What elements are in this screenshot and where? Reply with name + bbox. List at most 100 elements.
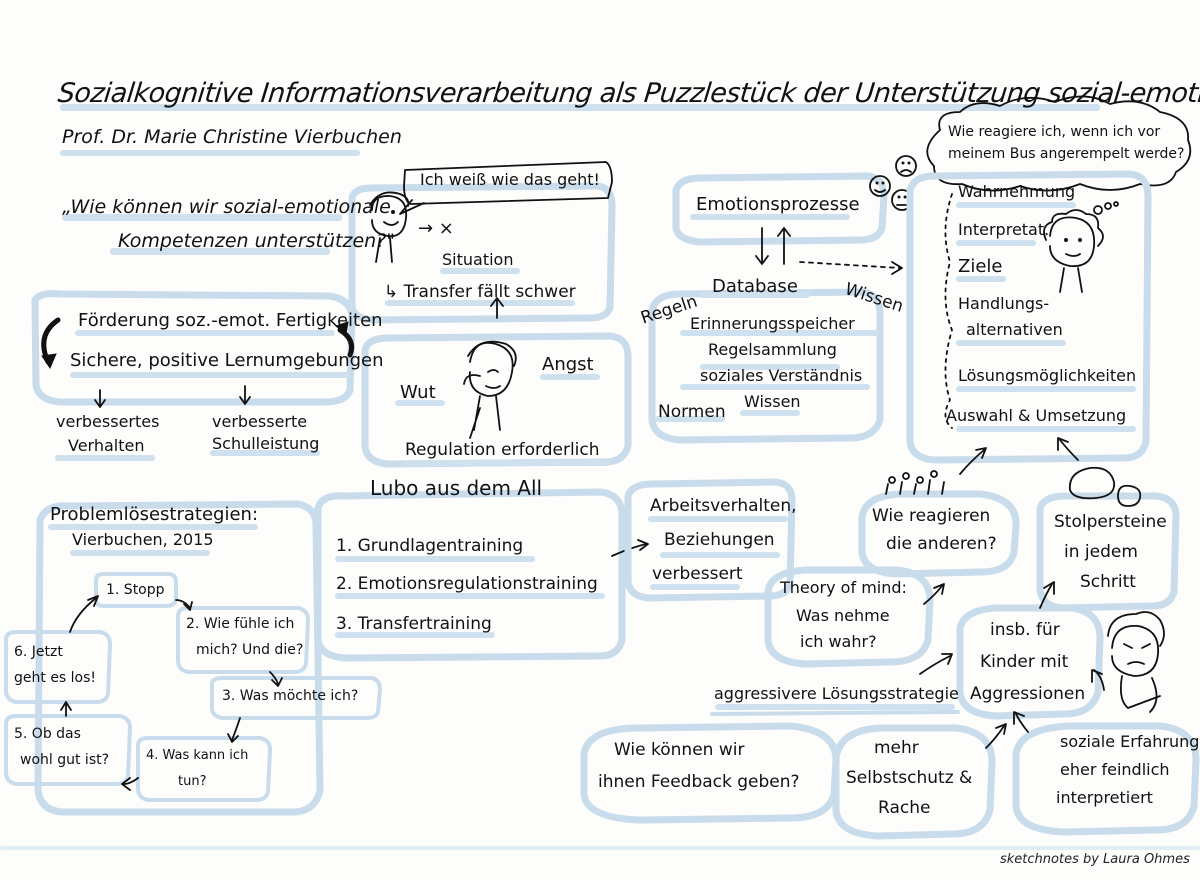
lubo-item-2: 2. Emotionsregulationstraining — [336, 574, 598, 594]
emotion-title: Emotionsprozesse — [696, 194, 860, 215]
step5-box — [4, 714, 132, 786]
wut-label: Wut — [400, 382, 436, 403]
step-right-6: Lösungsmöglichkeiten — [958, 366, 1137, 385]
feedback-line-2: ihnen Feedback geben? — [598, 772, 800, 792]
regulation-caption: Regulation erforderlich — [405, 440, 600, 460]
step-1: 1. Stopp — [106, 582, 165, 598]
tom-box — [764, 566, 934, 668]
transfer-line: ↳ Transfer fällt schwer — [384, 282, 576, 302]
foerderung-line-1: Förderung soz.-emot. Fertigkeiten — [78, 310, 383, 331]
transfer-box — [348, 182, 616, 324]
problem-title: Problemlösestrategien: — [50, 504, 259, 525]
person-regulation-icon — [463, 340, 517, 439]
andere-line-1: Wie reagieren — [872, 506, 991, 526]
step-right-2: Interpretat. — [958, 220, 1050, 239]
tom-line-1: Theory of mind: — [780, 578, 907, 597]
tom-line-2: Was nehme — [796, 606, 890, 625]
lubo-item-3: 3. Transfertraining — [336, 614, 492, 634]
small-faces-icon — [885, 470, 945, 495]
lubo-title: Lubo aus dem All — [370, 476, 543, 500]
step-3: 3. Was möchte ich? — [222, 688, 359, 704]
selbst-line-2: Selbstschutz & — [846, 768, 973, 788]
sozial-line-3: interpretiert — [1056, 788, 1153, 807]
page-title: Sozialkognitive Informationsverarbeitung… — [56, 78, 1200, 109]
author-name: Prof. Dr. Marie Christine Vierbuchen — [62, 126, 402, 148]
sozial-line-1: soziale Erfahrung — [1060, 732, 1200, 751]
insb-line-2: Kinder mit — [980, 652, 1069, 672]
insb-line-3: Aggressionen — [970, 684, 1086, 704]
db-item-2: Regelsammlung — [708, 340, 837, 359]
regulation-box — [361, 332, 632, 468]
normen-label: Normen — [658, 402, 726, 422]
db-item-3: soziales Verständnis — [700, 366, 863, 385]
andere-line-2: die anderen? — [886, 534, 997, 554]
step-right-7: Auswahl & Umsetzung — [946, 406, 1127, 425]
selbst-line-1: mehr — [874, 738, 919, 758]
feedback-line-1: Wie können wir — [614, 740, 745, 760]
lubo-item-1: 1. Grundlagentraining — [336, 536, 524, 556]
sozial-line-2: eher feindlich — [1060, 760, 1170, 779]
question-line-2: Kompetenzen unterstützen?" — [118, 230, 395, 252]
step6-box — [4, 630, 112, 704]
thought-cloud — [926, 95, 1192, 192]
signature: sketchnotes by Laura Ohmes — [1000, 852, 1190, 867]
lubo-box — [314, 488, 626, 662]
steps-panel — [906, 170, 1152, 464]
outcome-right-2: Schulleistung — [212, 434, 320, 453]
thought-line-2: meinem Bus angerempelt werde? — [948, 146, 1185, 162]
step-2-line-2: mich? Und die? — [196, 642, 304, 658]
outcome-left-2: Verhalten — [68, 436, 145, 455]
sozial-box — [1012, 722, 1200, 836]
foerderung-box — [31, 290, 356, 406]
stolper-line-2: in jedem — [1064, 542, 1138, 562]
x-mark: → × — [418, 218, 454, 239]
smiley-faces-icon — [869, 155, 917, 211]
stolper-line-1: Stolpersteine — [1054, 512, 1167, 532]
selbst-line-3: Rache — [878, 798, 931, 818]
foerderung-line-2: Sichere, positive Lernumgebungen — [70, 350, 384, 371]
step-4-line-2: tun? — [178, 774, 207, 789]
thinking-person-icon — [1043, 201, 1119, 293]
step-right-1: Wahrnehmung — [958, 182, 1076, 201]
step-6-line-2: geht es los! — [14, 670, 97, 686]
step-right-5: alternativen — [966, 320, 1063, 339]
step-5-line-1: 5. Ob das — [14, 726, 81, 742]
question-line-1: „Wie können wir sozial-emotionale — [62, 196, 391, 218]
situation-label: Situation — [442, 250, 514, 269]
problem-area — [34, 500, 324, 816]
tom-line-3: ich wahr? — [800, 632, 877, 651]
step-right-4: Handlungs- — [958, 294, 1050, 313]
step4-box — [136, 736, 272, 802]
speech-bubble-shape — [403, 161, 613, 205]
insb-box — [956, 604, 1104, 720]
db-item-1: Erinnerungsspeicher — [690, 314, 855, 333]
arbeits-line-2: Beziehungen — [664, 530, 775, 550]
stolper-line-3: Schritt — [1080, 572, 1136, 592]
stone-icon — [1068, 466, 1142, 507]
database-box — [648, 288, 884, 444]
person-transfer-icon — [369, 191, 410, 263]
step-2-line-1: 2. Wie fühle ich — [186, 616, 295, 632]
thought-line-1: Wie reagiere ich, wenn ich vor — [948, 124, 1161, 140]
database-label: Database — [712, 276, 798, 297]
step3-box — [210, 676, 382, 720]
angst-label: Angst — [542, 354, 594, 375]
insb-line-1: insb. für — [990, 620, 1060, 640]
arbeits-line-3: verbessert — [652, 564, 743, 584]
step-6-line-1: 6. Jetzt — [14, 644, 63, 660]
step2-box — [176, 606, 310, 674]
problem-source: Vierbuchen, 2015 — [72, 530, 214, 549]
angry-person-icon — [1107, 611, 1165, 713]
outcome-left-1: verbessertes — [56, 412, 160, 431]
step-5-line-2: wohl gut ist? — [20, 752, 110, 768]
step-right-3: Ziele — [958, 256, 1003, 277]
speech-text: Ich weiß wie das geht! — [420, 170, 600, 189]
outcome-right-1: verbesserte — [212, 412, 308, 431]
arbeits-box — [624, 478, 796, 602]
arbeits-line-1: Arbeitsverhalten, — [650, 496, 797, 516]
step-4-line-1: 4. Was kann ich — [146, 748, 249, 763]
db-item-4: Wissen — [744, 392, 801, 411]
aggressive-label: aggressivere Lösungsstrategie — [714, 684, 959, 703]
selbst-box — [832, 724, 996, 840]
